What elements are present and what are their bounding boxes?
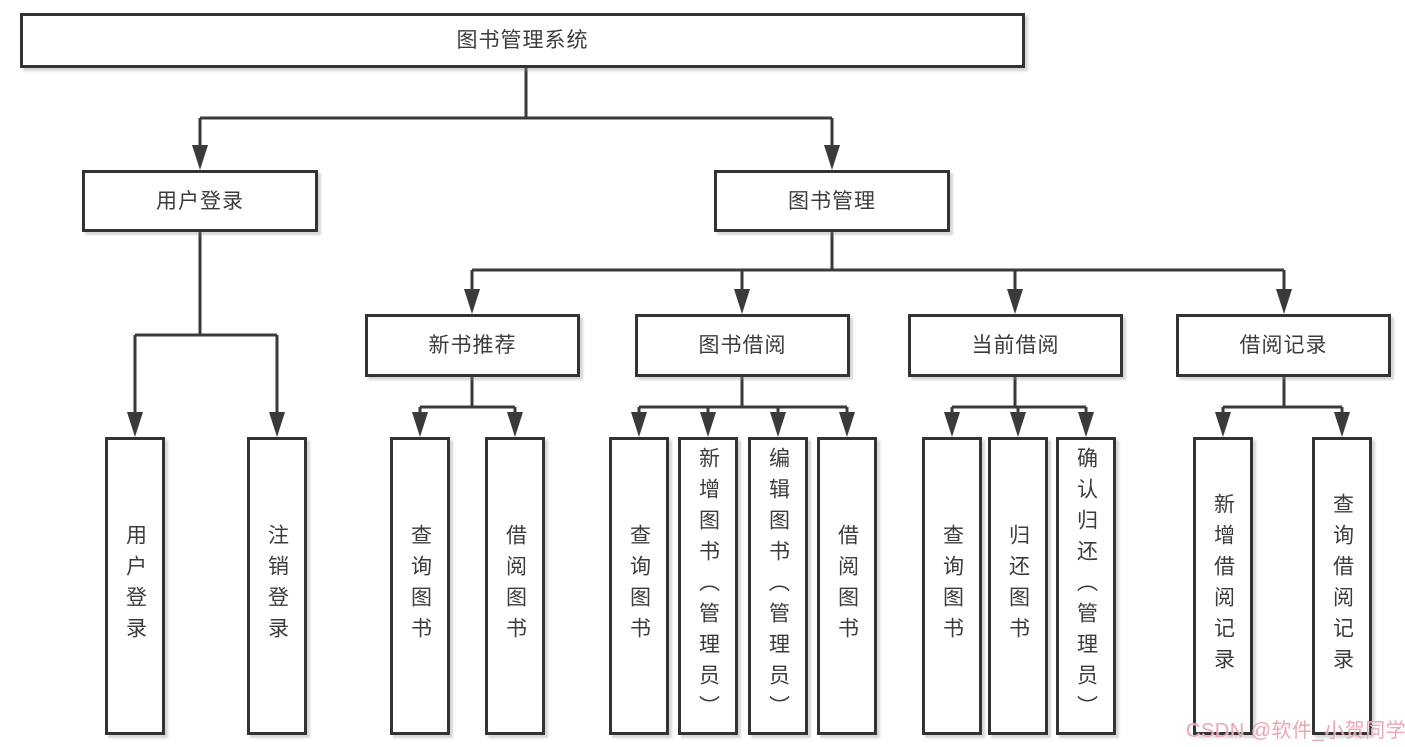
leaf-label: 新增图书（管理员） <box>696 446 720 726</box>
node-label: 图书管理 <box>788 189 876 213</box>
leaf-label: 查询借阅记录 <box>1330 493 1354 679</box>
book-management-to-level2-connector <box>464 232 1292 314</box>
leaf-logout: 注销登录 <box>247 437 307 735</box>
leaf-label: 编辑图书（管理员） <box>766 446 790 726</box>
leaf-label: 查询图书 <box>940 524 964 648</box>
leaf-label: 确认归还（管理员） <box>1074 446 1098 726</box>
leaf-borrow-books-recommend: 借阅图书 <box>485 437 545 735</box>
node-book-borrowing: 图书借阅 <box>635 314 850 377</box>
leaf-label: 借阅图书 <box>835 524 859 648</box>
leaf-label: 归还图书 <box>1006 524 1030 648</box>
borrowing-records-children-connector <box>1215 377 1350 437</box>
leaf-label: 新增借阅记录 <box>1211 493 1235 679</box>
node-borrowing-records: 借阅记录 <box>1176 314 1391 377</box>
node-book-management: 图书管理 <box>714 170 950 232</box>
leaf-label: 注销登录 <box>265 524 289 648</box>
node-label: 图书借阅 <box>698 334 787 357</box>
leaf-add-borrow-record: 新增借阅记录 <box>1193 437 1253 735</box>
new-book-children-connector <box>412 377 523 437</box>
node-label: 借阅记录 <box>1239 334 1328 357</box>
user-login-children-connector <box>127 232 285 437</box>
node-label: 新书推荐 <box>428 334 517 357</box>
node-library-management-system: 图书管理系统 <box>20 13 1025 68</box>
leaf-user-login: 用户登录 <box>105 437 165 735</box>
leaf-query-books-current: 查询图书 <box>922 437 982 735</box>
node-label: 用户登录 <box>156 189 244 213</box>
leaf-query-books-recommend: 查询图书 <box>390 437 450 735</box>
leaf-label: 查询图书 <box>627 524 651 648</box>
leaf-borrow-books: 借阅图书 <box>817 437 877 735</box>
current-borrowing-children-connector <box>944 377 1094 437</box>
leaf-query-borrow-record: 查询借阅记录 <box>1312 437 1372 735</box>
watermark: CSDN @软件_小贺同学 <box>1186 720 1405 742</box>
leaf-return-books: 归还图书 <box>988 437 1048 735</box>
leaf-query-books-borrowing: 查询图书 <box>609 437 669 735</box>
leaf-confirm-return-admin: 确认归还（管理员） <box>1056 437 1116 735</box>
node-label: 图书管理系统 <box>456 29 589 52</box>
leaf-add-books-admin: 新增图书（管理员） <box>678 437 738 735</box>
leaf-label: 查询图书 <box>408 524 432 648</box>
leaf-edit-books-admin: 编辑图书（管理员） <box>748 437 808 735</box>
leaf-label: 借阅图书 <box>503 524 527 648</box>
root-to-level1-connector <box>192 68 840 170</box>
node-label: 当前借阅 <box>971 334 1060 357</box>
leaf-label: 用户登录 <box>123 524 147 648</box>
node-current-borrowing: 当前借阅 <box>908 314 1123 377</box>
book-borrowing-children-connector <box>631 377 855 437</box>
node-user-login: 用户登录 <box>82 170 318 232</box>
node-new-book-recommendation: 新书推荐 <box>365 314 580 377</box>
